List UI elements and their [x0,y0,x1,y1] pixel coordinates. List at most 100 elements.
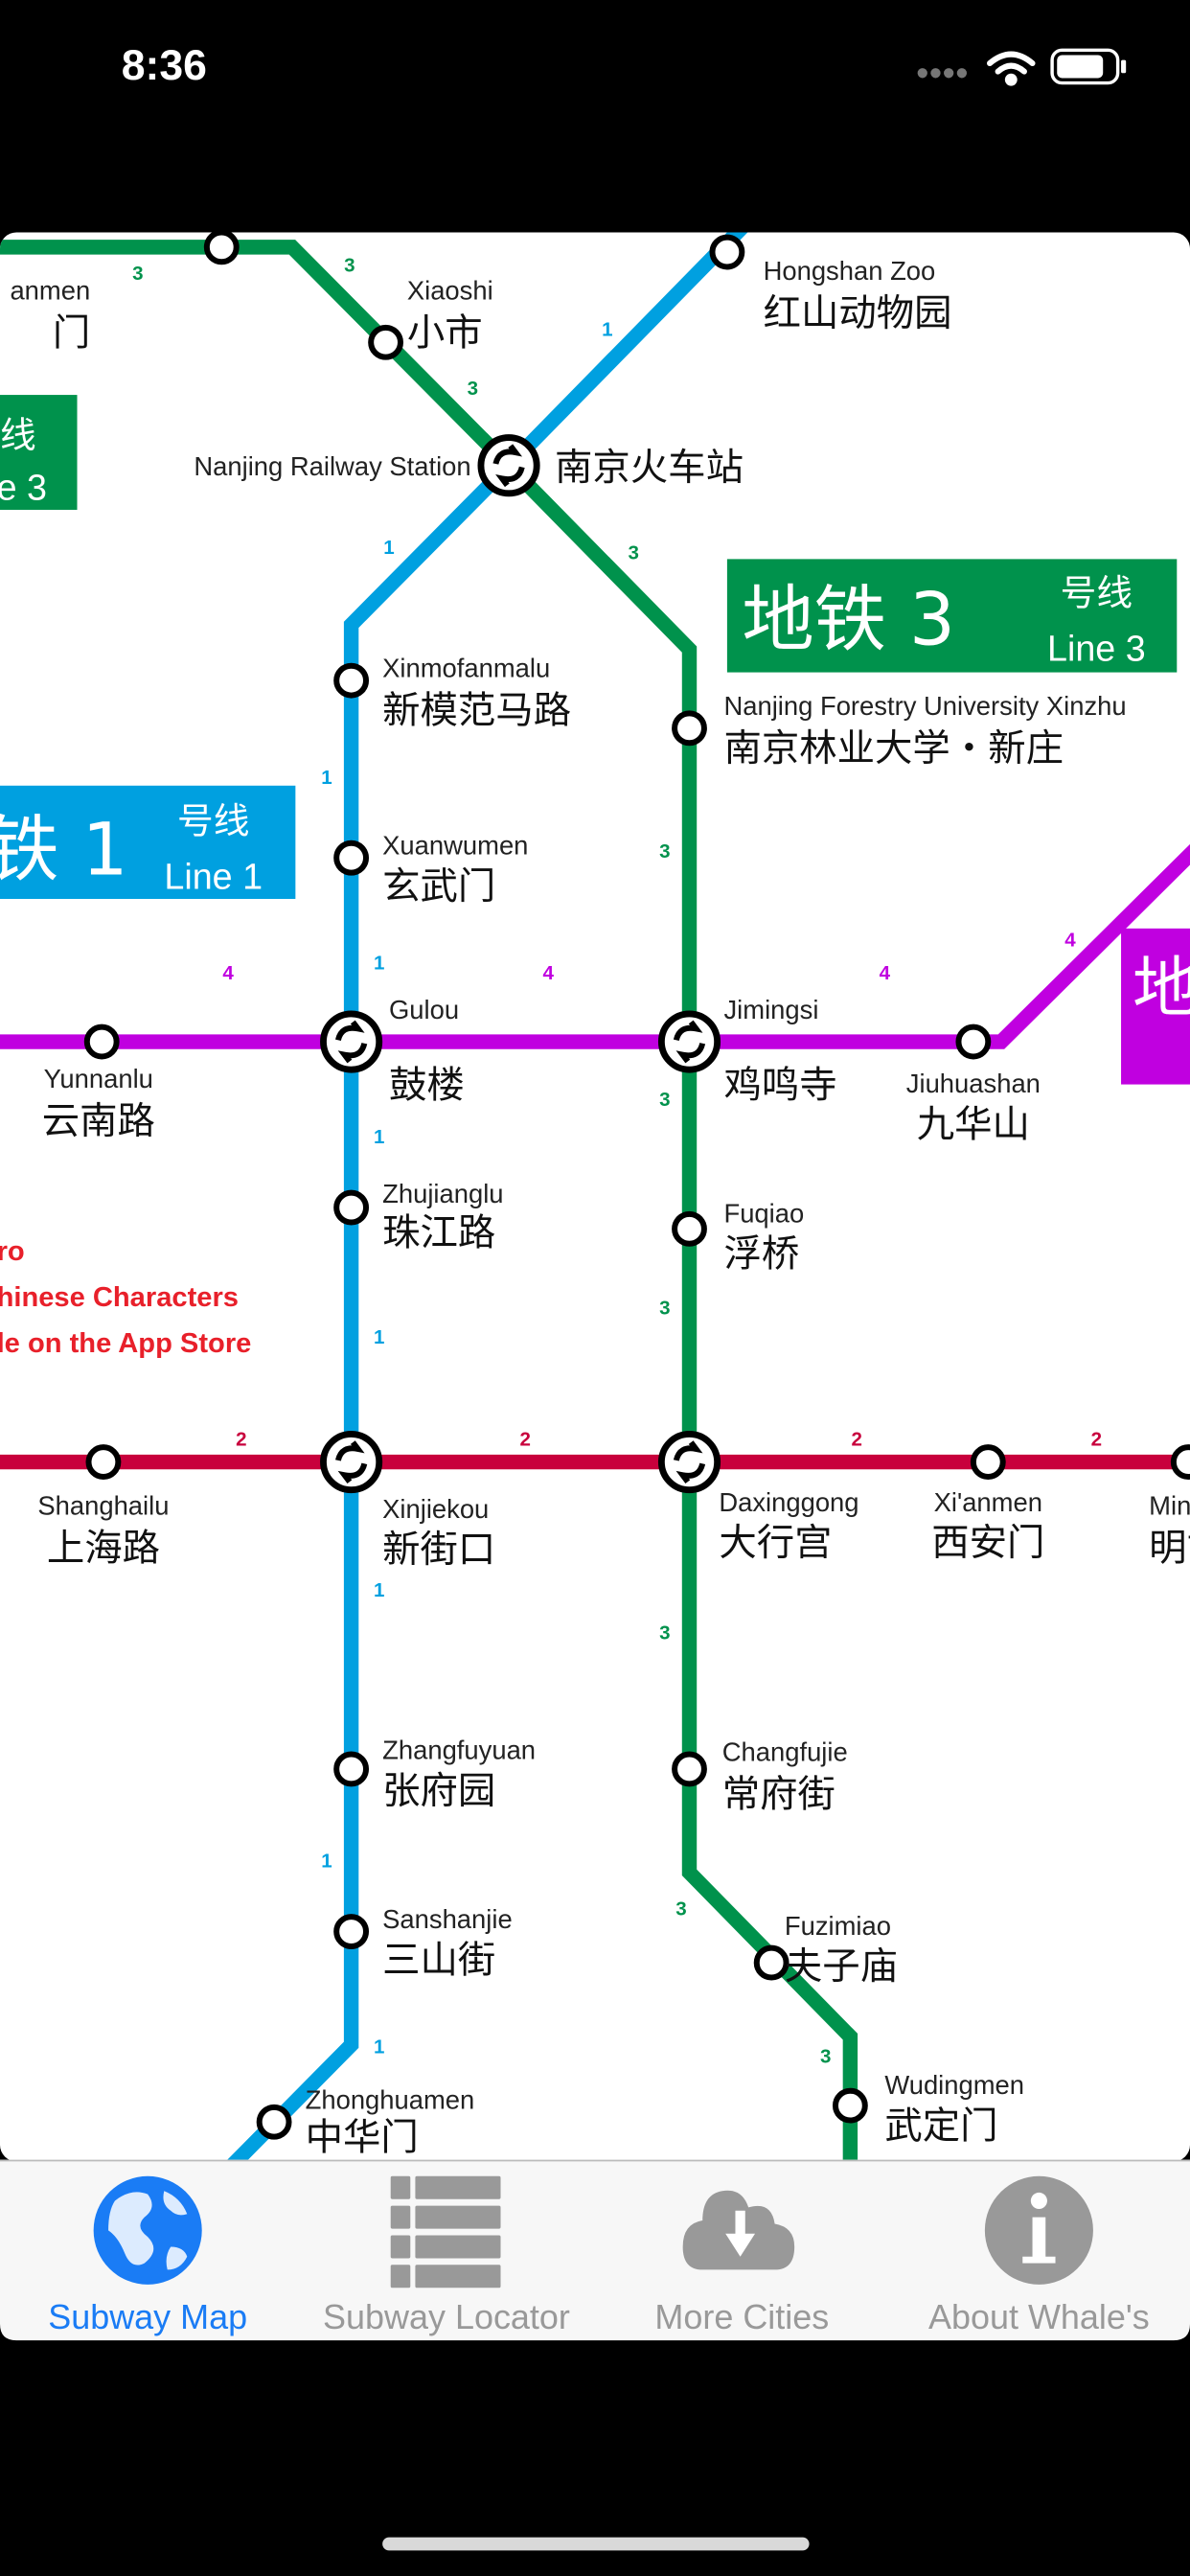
interchange-icon [657,1010,721,1073]
station-name-zh: 云南路 [42,1099,155,1143]
station-xinmofanmalu[interactable]: Xinmofanmalu 新模范马路 [333,654,571,733]
sign-hao: 号线 [1061,571,1133,613]
tab-more-cities[interactable]: More Cities [654,2190,829,2336]
station-name-zh: 三山街 [382,1938,495,1982]
line-number-label: 4 [222,962,234,984]
station-dot-icon [832,2087,868,2124]
station-name-zh: 珠江路 [382,1210,495,1254]
line-number-label: 1 [374,1326,384,1348]
list-icon [390,2175,501,2288]
station-dot-icon [672,1210,707,1247]
line-number-label: 3 [132,263,143,285]
promo-text[interactable]: le on the App Store [0,1328,251,1359]
station-minggu[interactable]: Minggu明古 [1149,1444,1190,1570]
station-name-en: Shanghailu [37,1490,169,1520]
line-number-label: 4 [542,962,554,984]
station-nanjing-railway-station[interactable]: Nanjing Railway Station 南京火车站 [194,434,744,497]
station-name-en: Hongshan Zoo [764,256,936,286]
line-number-label: 3 [659,1089,670,1111]
line-number-label: 3 [820,2046,831,2068]
info-icon [984,2175,1093,2285]
wifi-icon [987,51,1036,86]
interchange-icon [320,1431,383,1494]
station-name-zh: 新街口 [382,1528,495,1572]
promo-text[interactable]: ro [0,1236,25,1267]
station-name-en: Daxinggong [719,1487,858,1517]
station-name-en: Xinjiekou [382,1494,489,1524]
line-number-label: 1 [321,1851,332,1873]
tab-label: Subway Map [48,2297,247,2336]
station-name-zh: 红山动物园 [764,291,952,335]
promo-text[interactable]: hinese Characters [0,1282,239,1313]
line-number-label: 1 [321,767,332,789]
station-name-en: Xi'anmen [934,1487,1042,1517]
tab-label: About Whale's [928,2297,1150,2336]
station-name-en: Xinmofanmalu [382,654,550,683]
station-nanjing-forestry-university-xinzhu[interactable]: Nanjing Forestry University Xinzhu南京林业大学… [672,691,1127,770]
line-number-label: 1 [602,318,612,340]
station-dot-icon [368,324,403,360]
station-name-zh: 南京火车站 [555,446,744,490]
interchange-icon [477,434,540,497]
line-number-label: 2 [519,1428,530,1450]
line-number-label: 1 [374,2036,384,2058]
sign-title: 地铁 3 [742,577,955,661]
line-number-label: 3 [629,541,639,564]
sign-hao: 线 [0,414,36,456]
tab-about[interactable]: About Whale's [928,2175,1150,2336]
station-name-en: Gulou [389,995,459,1024]
station-name-en: Xuanwumen [382,831,528,861]
station-name-en: anmen [10,276,90,306]
station-shanghailu[interactable]: Shanghailu 上海路 [37,1444,169,1570]
station-dot-icon [333,1189,370,1226]
station-name-zh: 上海路 [47,1526,160,1570]
station-name-en: Fuqiao [723,1198,804,1228]
battery-icon [1050,48,1127,85]
station-name-en: Minggu [1149,1490,1190,1520]
line-number-label: 3 [468,378,478,400]
station-name-zh: 鸡鸣寺 [723,1063,836,1107]
station-hongshan-zoo[interactable]: Hongshan Zoo 红山动物园 [709,234,952,336]
station-name-zh: 新模范马路 [382,689,571,733]
station-name-en: Jiuhuashan [906,1069,1041,1098]
tab-label: Subway Locator [323,2297,570,2336]
line-number-label: 1 [383,537,394,559]
station-dot-icon [333,1751,370,1787]
cellular-dots-icon [917,68,968,79]
tab-subway-map[interactable]: Subway Map [48,2175,247,2336]
tab-bar: Subway Map Subway Locator More Cities [0,2159,1190,2341]
station-name-en: Nanjing Railway Station [194,451,470,481]
station-dot-icon [955,1024,992,1060]
station-dot-icon [333,1914,370,1949]
station-dot-icon [672,1751,707,1787]
station-name-en: Zhonghuamen [306,2085,475,2115]
tab-subway-locator[interactable]: Subway Locator [323,2175,570,2336]
station-name-zh: 夫子庙 [785,1944,898,1989]
globe-icon [93,2175,202,2285]
line-number-label: 1 [374,953,384,975]
station-dot-icon [753,1944,790,1981]
line-number-label: 1 [374,1126,384,1148]
station-xinjiekou[interactable]: Xinjiekou 新街口 [320,1431,495,1572]
